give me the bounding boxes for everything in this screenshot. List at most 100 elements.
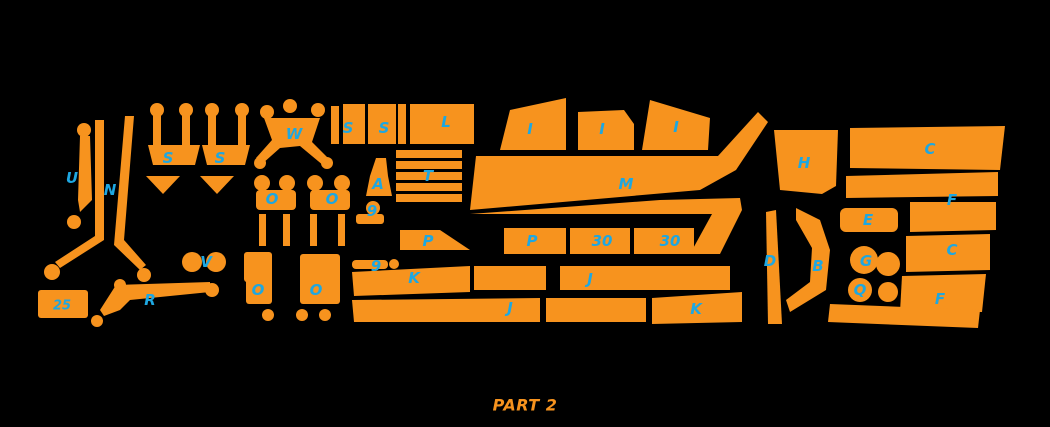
piece-f-2b bbox=[828, 304, 980, 328]
piece-o-4 bbox=[300, 254, 340, 304]
piece-k-2 bbox=[652, 292, 742, 324]
piece-w bbox=[256, 118, 330, 166]
label-b: B bbox=[812, 257, 823, 275]
label-w: W bbox=[286, 125, 304, 143]
piece-w-knob-4 bbox=[254, 157, 266, 169]
label-i-3: I bbox=[673, 118, 679, 136]
piece-g bbox=[850, 246, 878, 274]
piece-m bbox=[470, 112, 768, 210]
piece-n-left bbox=[55, 120, 104, 268]
piece-group-un bbox=[38, 116, 151, 318]
label-k-1: K bbox=[408, 269, 421, 287]
piece-t-strip-3 bbox=[396, 172, 462, 180]
piece-o-stem-3 bbox=[310, 214, 317, 246]
label-f-2: F bbox=[935, 290, 946, 308]
label-p-2: P bbox=[527, 232, 538, 250]
piece-a bbox=[366, 158, 392, 196]
piece-f-1 bbox=[846, 172, 998, 198]
piece-g-right bbox=[876, 252, 900, 276]
piece-ss-stick-1 bbox=[331, 106, 339, 144]
piece-s-block-1 bbox=[343, 104, 365, 144]
label-a: A bbox=[371, 175, 384, 193]
piece-u-knob-bottom bbox=[67, 215, 81, 229]
labels: U N S S W S S O O O O V R 25 A T 9 9 L I… bbox=[53, 113, 958, 318]
label-s-2: S bbox=[215, 149, 226, 167]
label-c-2: C bbox=[946, 241, 957, 259]
piece-o-knob-5 bbox=[262, 309, 274, 321]
label-g: G bbox=[860, 252, 872, 270]
piece-d bbox=[766, 210, 782, 324]
piece-o-stem-2 bbox=[283, 214, 290, 246]
piece-q bbox=[848, 278, 872, 302]
piece-ss-stick-2 bbox=[398, 104, 406, 144]
piece-o-3 bbox=[246, 272, 272, 304]
label-s-1: S bbox=[163, 149, 174, 167]
piece-p-1 bbox=[400, 230, 470, 250]
piece-s-stem-2 bbox=[182, 115, 190, 145]
piece-group-at9 bbox=[331, 104, 474, 269]
label-9-2: 9 bbox=[371, 257, 381, 275]
piece-f-1b bbox=[910, 202, 996, 232]
piece-u bbox=[78, 136, 92, 212]
piece-s-stem-3 bbox=[208, 115, 216, 145]
piece-j-2b bbox=[546, 298, 646, 322]
piece-o-knob-2 bbox=[279, 175, 295, 191]
piece-c-1 bbox=[850, 126, 1005, 170]
piece-s-b bbox=[202, 145, 250, 165]
label-j-2: J bbox=[504, 299, 513, 317]
piece-b bbox=[786, 208, 830, 312]
piece-n-knob bbox=[44, 264, 60, 280]
piece-group-p30 bbox=[400, 228, 694, 254]
piece-group-i bbox=[500, 98, 710, 150]
piece-k-1b bbox=[474, 266, 546, 290]
label-u: U bbox=[66, 169, 78, 187]
label-30-1: 30 bbox=[592, 232, 613, 250]
piece-s-knob-3 bbox=[205, 103, 219, 117]
piece-o-knob-4 bbox=[334, 175, 350, 191]
piece-t-strip-5 bbox=[396, 194, 462, 202]
piece-o-stem-4 bbox=[338, 214, 345, 246]
label-p-1: P bbox=[423, 232, 434, 250]
piece-j-2 bbox=[352, 298, 540, 322]
piece-i-1 bbox=[500, 98, 566, 150]
label-t: T bbox=[423, 167, 435, 185]
piece-p-2 bbox=[504, 228, 566, 254]
label-k-2: K bbox=[690, 300, 703, 318]
piece-r-knob-3 bbox=[114, 279, 126, 291]
piece-25 bbox=[38, 290, 88, 318]
piece-r-knob-2 bbox=[205, 283, 219, 297]
piece-f-2 bbox=[900, 274, 986, 312]
label-i-1: I bbox=[527, 120, 533, 138]
piece-s-knob-1 bbox=[150, 103, 164, 117]
label-o-3: O bbox=[252, 281, 265, 299]
piece-s-stem-4 bbox=[238, 115, 246, 145]
piece-q-right bbox=[878, 282, 898, 302]
piece-o-knob-1 bbox=[254, 175, 270, 191]
piece-o-stem-1 bbox=[259, 214, 266, 246]
piece-w-knob-2 bbox=[283, 99, 297, 113]
label-25: 25 bbox=[53, 299, 71, 314]
label-i-2: I bbox=[599, 120, 605, 138]
piece-k-1 bbox=[352, 266, 470, 296]
piece-group-m bbox=[470, 112, 768, 254]
piece-triangle-1 bbox=[146, 176, 180, 194]
piece-s-block-2 bbox=[368, 104, 396, 144]
piece-9b bbox=[352, 260, 388, 269]
label-l: L bbox=[441, 113, 451, 131]
piece-o-1 bbox=[256, 190, 296, 210]
piece-group-kj bbox=[352, 266, 742, 324]
label-c-1: C bbox=[924, 140, 935, 158]
piece-30-1 bbox=[570, 228, 630, 254]
piece-triangle-2 bbox=[200, 176, 234, 194]
piece-u-knob-top bbox=[77, 123, 91, 137]
piece-w-knob-1 bbox=[260, 105, 274, 119]
piece-t-strip-2 bbox=[396, 161, 462, 169]
piece-e bbox=[840, 208, 898, 232]
piece-v-left bbox=[182, 252, 202, 272]
piece-9-bar bbox=[356, 214, 384, 224]
piece-o-knob-7 bbox=[319, 309, 331, 321]
label-q: Q bbox=[854, 281, 867, 299]
label-o-1: O bbox=[266, 190, 279, 208]
label-9-1: 9 bbox=[367, 202, 377, 220]
